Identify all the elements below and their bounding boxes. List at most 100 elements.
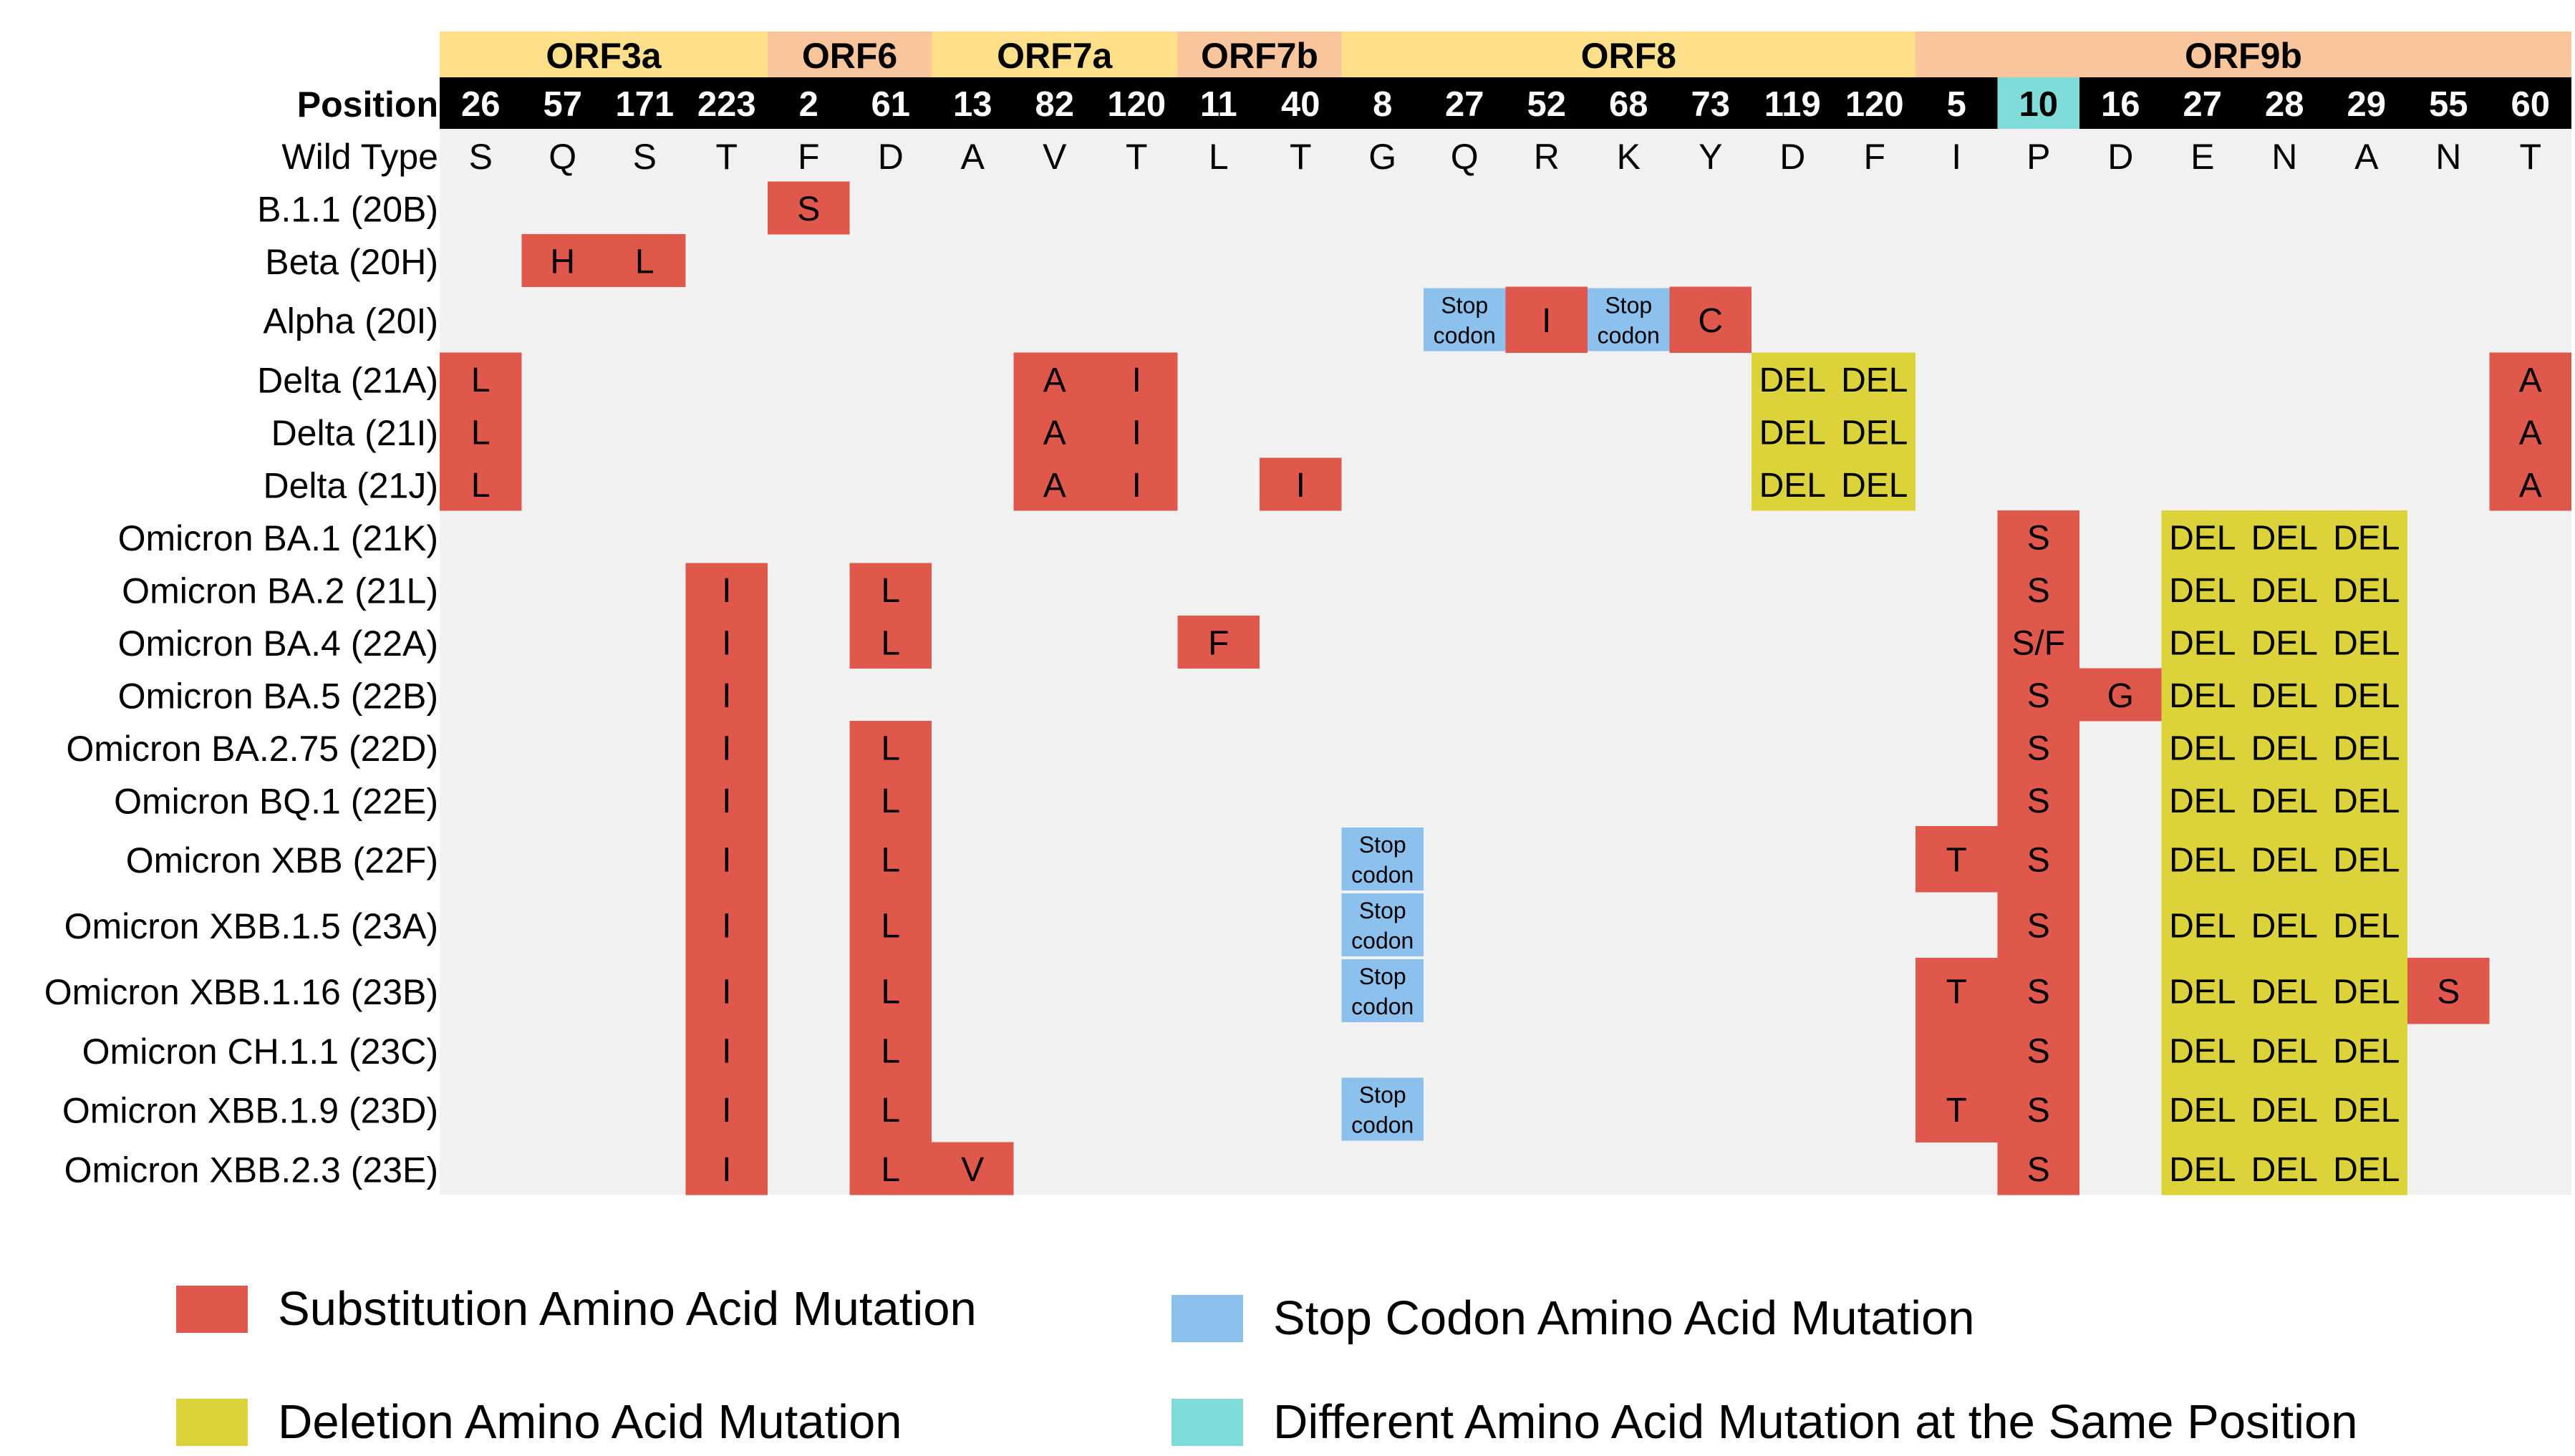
mutation-label: DEL — [2169, 782, 2236, 820]
mutation-label: I — [722, 572, 731, 610]
mutation-cell — [2161, 1142, 2243, 1195]
mutation-cell — [1341, 893, 1424, 956]
mutation-label: L — [881, 729, 900, 767]
mutation-cell — [1997, 1142, 2079, 1195]
mutation-cell — [1997, 668, 2079, 722]
mutation-label: I — [722, 677, 731, 715]
wild-type-residue: T — [715, 137, 738, 177]
mutation-cell — [440, 457, 522, 511]
mutation-label: DEL — [2333, 842, 2400, 880]
mutation-label: I — [1132, 361, 1141, 399]
variant-label: Beta (20H) — [265, 242, 438, 282]
mutation-cell — [849, 1142, 932, 1195]
mutation-cell — [2325, 1142, 2407, 1195]
mutation-label: T — [1946, 974, 1967, 1011]
mutation-label: DEL — [1841, 467, 1908, 505]
mutation-label: DEL — [2251, 974, 2318, 1011]
wild-type-residue: D — [1779, 137, 1805, 177]
mutation-label: DEL — [1759, 467, 1826, 505]
wild-type-residue: S — [469, 137, 493, 177]
wild-type-residue: A — [2354, 137, 2379, 177]
mutation-cell — [1260, 457, 1342, 511]
mutation-label: DEL — [2333, 624, 2400, 662]
mutation-label: DEL — [2169, 1032, 2236, 1070]
mutation-cell — [2325, 773, 2407, 827]
wild-type-residue: I — [1951, 137, 1961, 177]
mutation-label: S/F — [2011, 624, 2065, 662]
wild-type-residue: E — [2190, 137, 2214, 177]
mutation-cell — [1669, 286, 1752, 353]
position-tick-label: 52 — [1527, 85, 1566, 124]
legend-item-substitution: Substitution Amino Acid Mutation — [176, 1281, 977, 1336]
legend-label-substitution: Substitution Amino Acid Mutation — [278, 1282, 977, 1336]
gene-header-cell — [768, 31, 932, 77]
mutation-cell — [2079, 668, 2162, 722]
mutation-cell — [1997, 510, 2079, 563]
position-tick-label: 13 — [953, 85, 992, 124]
mutation-label: I — [722, 908, 731, 946]
mutation-label: A — [2519, 467, 2542, 505]
mutation-cell — [2161, 892, 2243, 958]
mutation-cell — [932, 1142, 1014, 1195]
mutation-label: L — [881, 624, 900, 662]
mutation-label: L — [881, 782, 900, 820]
mutation-cell — [1997, 773, 2079, 827]
mutation-cell — [685, 563, 768, 616]
mutation-cell — [1013, 457, 1096, 511]
position-row-bg — [440, 77, 2571, 129]
mutation-cell — [685, 826, 768, 893]
mutation-label: DEL — [1759, 361, 1826, 399]
mutation-label: DEL — [2251, 1032, 2318, 1070]
legend-swatch-stop-codon — [1171, 1294, 1243, 1342]
mutation-cell — [1013, 352, 1096, 406]
legend-item-deletion: Deletion Amino Acid Mutation — [176, 1394, 902, 1450]
mutation-label: T — [1946, 1092, 1967, 1130]
mutation-cell — [849, 1076, 932, 1142]
position-label: Position — [297, 84, 438, 125]
gene-label: ORF7a — [997, 36, 1113, 76]
position-tick-label: 57 — [543, 85, 582, 124]
gene-header-cell — [932, 31, 1178, 77]
mutation-label: I — [722, 1032, 731, 1070]
mutation-cell — [849, 563, 932, 616]
stop-codon-text: codon — [1351, 928, 1414, 953]
wild-type-label: Wild Type — [281, 137, 438, 177]
mutation-label: DEL — [1841, 414, 1908, 452]
mutation-label: S — [2437, 974, 2460, 1011]
position-tick-label: 27 — [2183, 85, 2222, 124]
mutation-cell — [2325, 510, 2407, 563]
mutation-cell — [1997, 892, 2079, 958]
mutation-cell — [849, 616, 932, 669]
mutation-label: S — [2027, 572, 2050, 610]
wild-type-residue: T — [1290, 137, 1312, 177]
stop-codon-text: Stop — [1359, 964, 1406, 989]
mutation-label: H — [550, 243, 575, 281]
mutation-label: L — [881, 1032, 900, 1070]
mutation-label: DEL — [2169, 1092, 2236, 1130]
mutation-cell — [1341, 959, 1424, 1022]
mutation-cell — [685, 668, 768, 722]
position-tick-label: 8 — [1373, 85, 1392, 124]
position-tick-label: 27 — [1445, 85, 1484, 124]
mutation-label: L — [471, 361, 491, 399]
stop-codon-text: Stop — [1359, 1082, 1406, 1108]
variant-label: Omicron XBB.1.16 (23B) — [44, 972, 438, 1012]
gene-label: ORF6 — [802, 36, 897, 76]
mutation-label: I — [722, 842, 731, 880]
position-tick-label: 40 — [1281, 85, 1320, 124]
mutation-label: DEL — [1759, 414, 1826, 452]
mutation-cell — [1997, 826, 2079, 893]
mutation-cell — [1997, 616, 2079, 669]
mutation-cell — [1833, 457, 1915, 511]
mutation-cell — [2243, 616, 2326, 669]
mutation-cell — [849, 826, 932, 893]
mutation-label: DEL — [2169, 729, 2236, 767]
mutation-label: S — [2027, 519, 2050, 557]
mutation-label: DEL — [2251, 624, 2318, 662]
mutation-label: L — [881, 974, 900, 1011]
mutation-label: G — [2107, 677, 2134, 715]
position-tick-label: 119 — [1764, 85, 1821, 124]
mutation-cell — [1752, 352, 1834, 406]
wild-type-residue: T — [2519, 137, 2541, 177]
